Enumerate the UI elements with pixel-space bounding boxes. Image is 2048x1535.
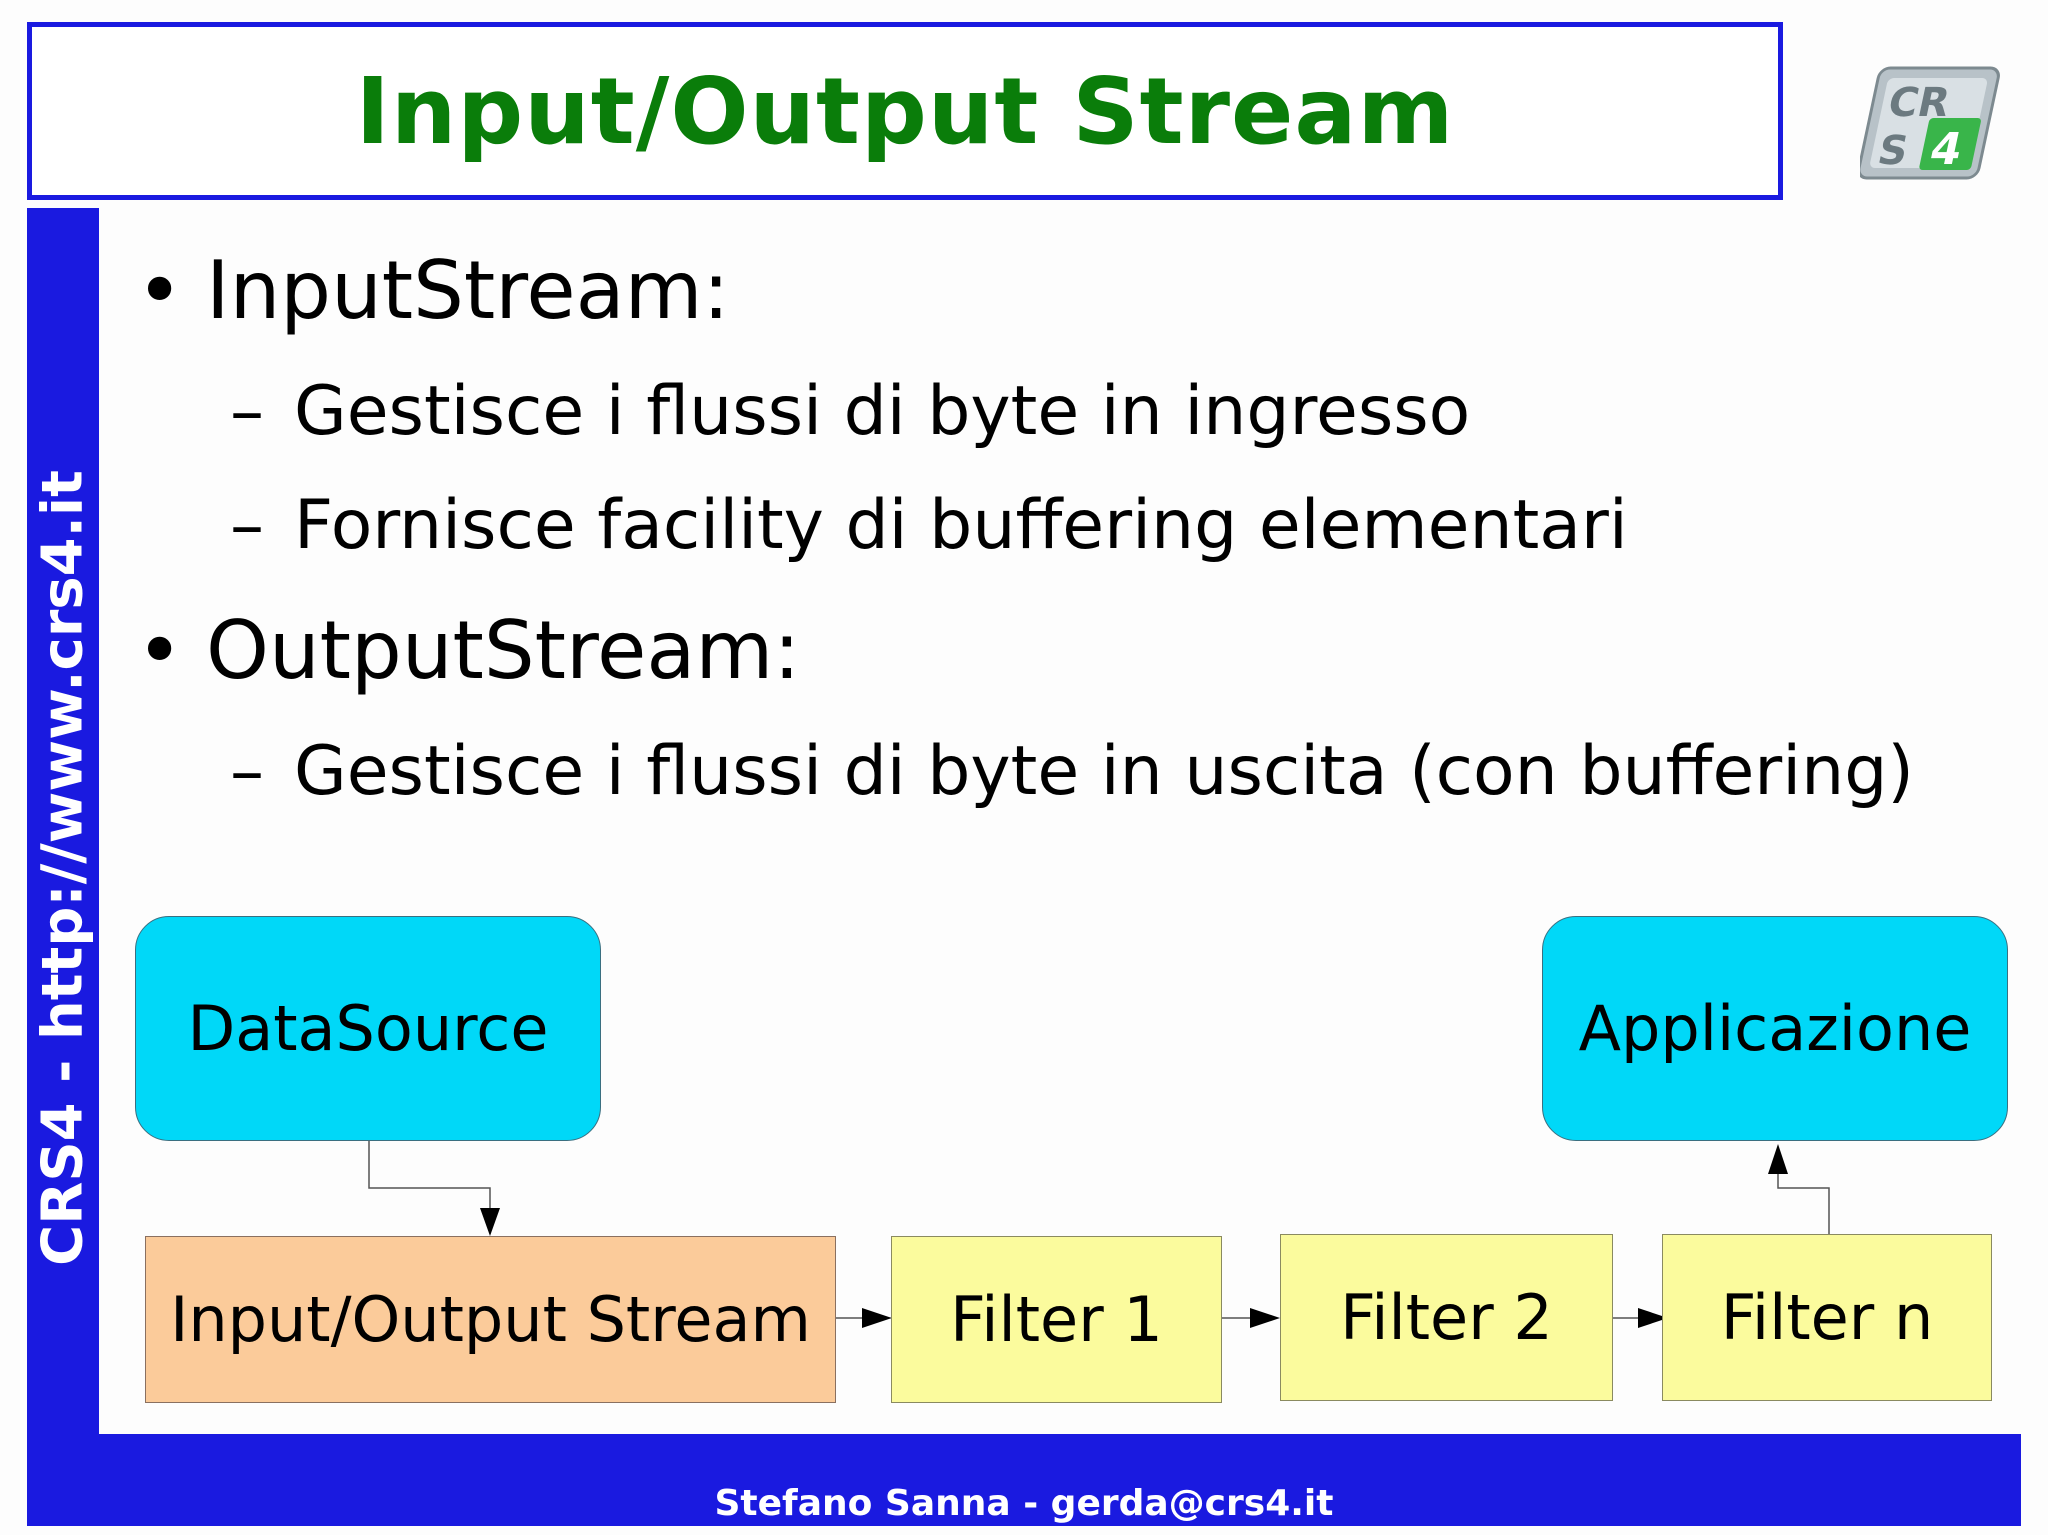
title-box: Input/Output Stream bbox=[27, 22, 1783, 200]
arrowhead-up bbox=[1768, 1144, 1788, 1174]
footer-bar: Stefano Sanna - gerda@crs4.it bbox=[27, 1434, 2021, 1526]
sub-bullet-ingresso: –Gestisce i flussi di byte in ingresso bbox=[230, 372, 1470, 451]
dash-mark: – bbox=[230, 486, 264, 565]
slide-title: Input/Output Stream bbox=[355, 57, 1455, 165]
bullet-outputstream: •OutputStream: bbox=[136, 604, 800, 697]
io-stream-box: Input/Output Stream bbox=[145, 1236, 836, 1403]
filter-2-box: Filter 2 bbox=[1280, 1234, 1613, 1401]
svg-text:CR: CR bbox=[1884, 78, 1954, 125]
io-stream-label: Input/Output Stream bbox=[170, 1283, 811, 1356]
side-bar bbox=[27, 208, 99, 1526]
dash-mark: – bbox=[230, 732, 264, 811]
crs4-logo: CR S 4 bbox=[1860, 66, 2000, 180]
bullet-text: Gestisce i flussi di byte in ingresso bbox=[294, 372, 1471, 451]
connector-filtern-to-app bbox=[1777, 1170, 1830, 1234]
bullet-text: OutputStream: bbox=[206, 604, 801, 697]
bullet-text: InputStream: bbox=[206, 244, 730, 337]
arrowhead-right bbox=[1250, 1308, 1280, 1328]
bullet-mark: • bbox=[136, 244, 184, 337]
filter-n-label: Filter n bbox=[1720, 1281, 1934, 1354]
arrowhead-down bbox=[480, 1208, 500, 1236]
filter-2-label: Filter 2 bbox=[1340, 1281, 1553, 1354]
bullet-inputstream: •InputStream: bbox=[136, 244, 730, 337]
dash-mark: – bbox=[230, 372, 264, 451]
footer-author: Stefano Sanna - gerda@crs4.it bbox=[714, 1483, 1334, 1524]
bullet-text: Fornisce facility di buffering elementar… bbox=[294, 486, 1628, 565]
applicazione-box: Applicazione bbox=[1542, 916, 2008, 1141]
applicazione-label: Applicazione bbox=[1578, 992, 1972, 1065]
sub-bullet-buffering: –Fornisce facility di buffering elementa… bbox=[230, 486, 1628, 565]
datasource-label: DataSource bbox=[187, 992, 549, 1065]
filter-1-box: Filter 1 bbox=[891, 1236, 1222, 1403]
filter-n-box: Filter n bbox=[1662, 1234, 1992, 1401]
sub-bullet-uscita: –Gestisce i flussi di byte in uscita (co… bbox=[230, 732, 1914, 811]
arrowhead-right bbox=[1638, 1308, 1668, 1328]
bullet-mark: • bbox=[136, 604, 184, 697]
arrowhead-right bbox=[862, 1308, 892, 1328]
connector-datasource-to-stream bbox=[368, 1141, 491, 1210]
bullet-text: Gestisce i flussi di byte in uscita (con… bbox=[294, 732, 1914, 811]
filter-1-label: Filter 1 bbox=[950, 1283, 1163, 1356]
datasource-box: DataSource bbox=[135, 916, 601, 1141]
